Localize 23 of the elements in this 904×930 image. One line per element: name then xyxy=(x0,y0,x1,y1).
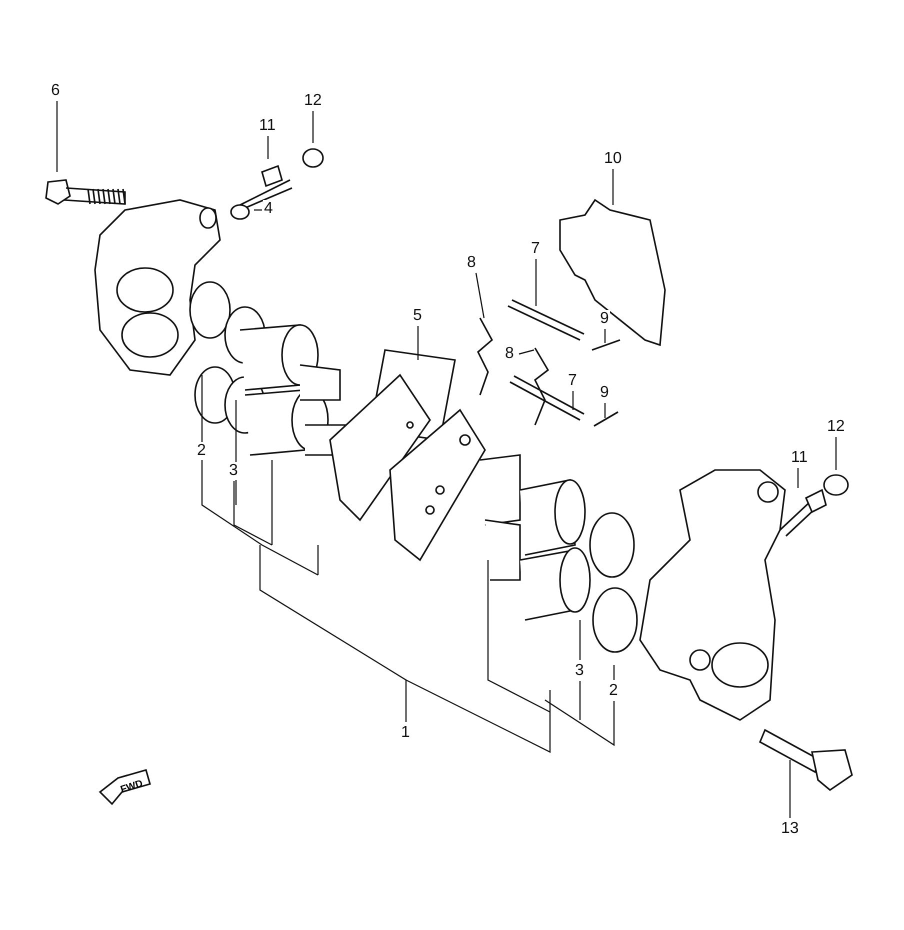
direction-label: FWD xyxy=(119,778,144,796)
leader-line xyxy=(544,664,615,746)
leader-line xyxy=(535,259,537,306)
leader-line xyxy=(835,437,837,470)
leader-line xyxy=(604,329,606,343)
leader-line xyxy=(201,374,319,576)
leader-line xyxy=(233,459,273,546)
callout-number: 3 xyxy=(228,462,239,480)
leader-line xyxy=(312,111,314,143)
leader-line xyxy=(254,209,262,211)
leader-line xyxy=(612,169,614,205)
callout-number: 2 xyxy=(196,442,207,460)
leader-line xyxy=(604,403,606,418)
leader-line xyxy=(572,391,574,410)
leader-line xyxy=(518,349,534,355)
leader-line xyxy=(789,760,791,818)
leader-line xyxy=(56,101,58,172)
leader-line xyxy=(267,136,269,159)
leader-line xyxy=(579,619,581,721)
leader-line xyxy=(797,468,799,488)
leader-line xyxy=(417,326,419,360)
leader-line xyxy=(475,272,485,318)
leader-line xyxy=(259,544,551,753)
